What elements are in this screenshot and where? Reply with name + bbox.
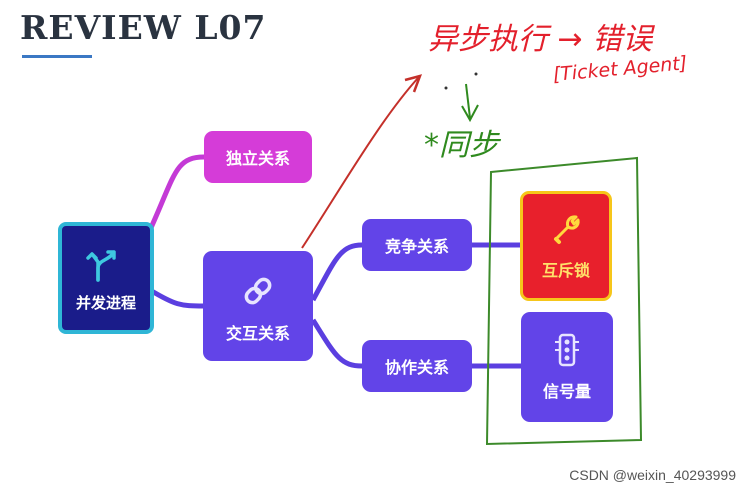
link-icon bbox=[244, 277, 272, 305]
green-arrowhead bbox=[461, 104, 479, 123]
page-title: REVIEW L07 bbox=[20, 8, 267, 47]
node-independent-relation[interactable]: 独立关系 bbox=[204, 131, 312, 183]
connector-interaction-competition bbox=[310, 242, 363, 302]
node-semaphore[interactable]: 信号量 bbox=[521, 312, 613, 422]
node-concurrent-process[interactable]: 并发进程 bbox=[58, 222, 154, 334]
connector-root-independent bbox=[147, 154, 205, 232]
node-competition-relation[interactable]: 竞争关系 bbox=[362, 219, 472, 271]
node-label: 并发进程 bbox=[75, 293, 136, 312]
node-cooperation-relation[interactable]: 协作关系 bbox=[362, 340, 472, 392]
handwritten-sync: *同步 bbox=[424, 128, 499, 163]
green-down-arrow bbox=[465, 83, 471, 119]
node-label: 互斥锁 bbox=[541, 261, 590, 280]
fork-arrows-icon bbox=[86, 249, 116, 282]
connector-root-interaction bbox=[148, 287, 205, 309]
node-label: 交互关系 bbox=[225, 324, 290, 343]
node-mutex-lock[interactable]: 互斥锁 bbox=[520, 191, 612, 301]
wrench-icon bbox=[554, 215, 580, 244]
handwritten-async-error: 异步执行 → 错误 bbox=[428, 22, 653, 57]
connector-interaction-cooperation bbox=[310, 318, 363, 369]
node-label: 信号量 bbox=[542, 382, 591, 401]
title-underline bbox=[22, 55, 92, 58]
ink-dot bbox=[474, 72, 478, 76]
node-interaction-relation[interactable]: 交互关系 bbox=[203, 251, 313, 361]
watermark: CSDN @weixin_40293999 bbox=[569, 467, 736, 483]
red-arrowhead bbox=[404, 74, 423, 93]
green-annotation-box bbox=[485, 156, 643, 446]
traffic-light-icon bbox=[555, 333, 579, 367]
ink-dot bbox=[444, 86, 448, 90]
red-annotation-arrow bbox=[301, 77, 419, 249]
